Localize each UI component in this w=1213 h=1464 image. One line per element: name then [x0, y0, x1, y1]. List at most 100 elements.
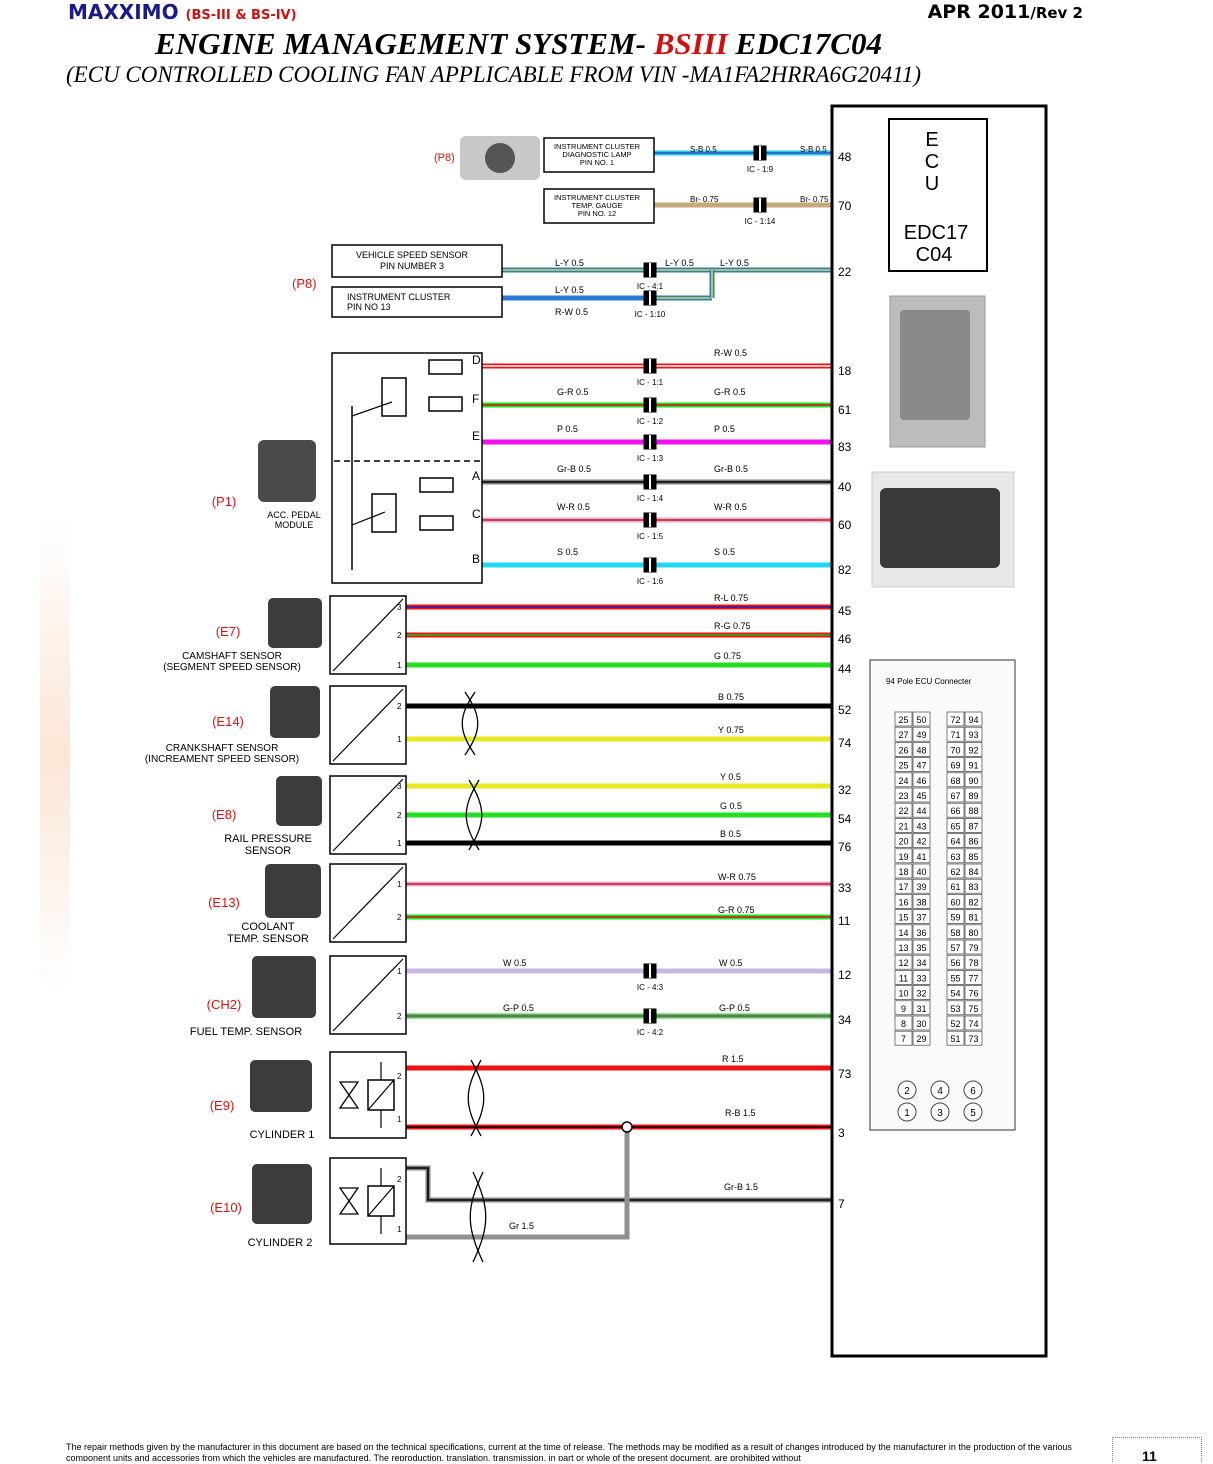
wire-label: L-Y 0.5: [720, 258, 749, 268]
connector-cell: [964, 1015, 983, 1031]
twisted-pair: [467, 1059, 482, 1137]
connector-large-pin-label: 6: [970, 1086, 976, 1097]
sensor-diagonal: [332, 598, 404, 672]
ecu-model-2: C04: [916, 244, 953, 266]
wire-label: G-P 0.5: [719, 1003, 750, 1013]
connector-cell: [946, 742, 965, 757]
ecu-letter-u: U: [925, 173, 939, 195]
connector-large-pin: [897, 1080, 917, 1100]
inline-connector-icon: [643, 474, 657, 490]
connector-outline: [869, 659, 1016, 1131]
connector-cell: [894, 1030, 913, 1046]
connector-cell: [894, 848, 913, 864]
brand-title: MAXXIMO (BS-III & BS-IV): [68, 0, 297, 24]
sensor-pin: 1: [397, 735, 402, 744]
ecu-pin-3: 3: [838, 1126, 845, 1140]
connector-cell: [964, 833, 983, 848]
connector-cell: [946, 878, 965, 894]
connector-pin: 81: [968, 913, 978, 923]
connector-pin: 58: [950, 928, 960, 938]
connector-pin: 55: [950, 973, 960, 983]
connector-pin: 44: [916, 806, 926, 816]
connector-cell: [946, 772, 965, 788]
connector-cell: [894, 757, 913, 772]
connector-pin: 20: [898, 837, 908, 847]
connector-cell: [894, 1000, 913, 1016]
revision: /Rev 2: [1030, 4, 1083, 22]
connector-pin: 80: [968, 928, 978, 938]
connector-pin: 43: [916, 821, 926, 831]
ecu-pin-73: 73: [838, 1067, 852, 1081]
connector-pin: 47: [916, 761, 926, 771]
ref-p8-top: (P8): [434, 152, 455, 164]
connector-pin: 29: [916, 1034, 926, 1044]
connector-cell: [894, 894, 913, 909]
connector-cell: [946, 1015, 965, 1031]
connector-pin: 69: [950, 761, 960, 771]
wire-label: L-Y 0.5: [665, 258, 694, 268]
connector-pin: 54: [950, 989, 960, 999]
connector-cell: [964, 954, 983, 970]
connector-pin: 61: [950, 882, 960, 892]
connector-pin: 78: [968, 958, 978, 968]
pedal-resistor: [428, 359, 463, 375]
pedal-pot: [381, 377, 407, 417]
connector-cell: [946, 863, 965, 879]
connector-cell: [894, 802, 913, 818]
connector-cell: [912, 1000, 931, 1016]
wire-label: W-R 0.5: [714, 502, 747, 512]
connector-cell: [964, 878, 983, 894]
fuel-temp-sensor-box: [329, 955, 407, 1035]
connector-cell: [912, 711, 931, 727]
ref-ch2: (CH2): [207, 997, 242, 1012]
cylinder2-injector-box: [329, 1157, 407, 1245]
connector-cell: [964, 1030, 983, 1046]
ecu-pin-48: 48: [838, 150, 852, 164]
wire-label: Gr-B 0.5: [557, 464, 591, 474]
connector-large-pin: [963, 1102, 983, 1122]
connector-pin: 83: [968, 882, 978, 892]
connector-pin: 65: [950, 821, 960, 831]
pedal-pin-C: C: [472, 507, 481, 521]
wire-label: R-G 0.75: [714, 621, 751, 631]
connector-cell: [964, 726, 983, 742]
inline-connector-icon: [643, 290, 657, 306]
connector-pin: 88: [968, 806, 978, 816]
ecu-pin-45: 45: [838, 604, 852, 618]
cluster-diag-box: [543, 137, 655, 173]
cluster-diag-text: DIAGNOSTIC LAMP: [562, 150, 631, 159]
ref-p1: (P1): [212, 494, 237, 509]
vss-text: PIN NUMBER 3: [380, 261, 444, 271]
connector-cell: [964, 939, 983, 955]
twisted-pair: [468, 779, 483, 851]
connector-pin: 50: [916, 715, 926, 725]
connector-pin: 12: [898, 958, 908, 968]
connector-cell: [964, 772, 983, 788]
ref-e7: (E7): [216, 624, 241, 639]
twisted-pair: [461, 691, 476, 756]
connector-pin: 63: [950, 852, 960, 862]
ecu-pin-60: 60: [838, 518, 852, 532]
brand-subtitle: (BS-III & BS-IV): [185, 8, 297, 23]
pedal-pin-F: F: [472, 392, 479, 406]
sensor-pin: 3: [397, 782, 402, 791]
ecu-pin-83: 83: [838, 440, 852, 454]
wire-label: L-Y 0.5: [555, 258, 584, 268]
connector-pin: 27: [898, 730, 908, 740]
wire-label: W-R 0.75: [718, 872, 756, 882]
cylinder2-photo: [252, 1164, 312, 1224]
connector-cell: [912, 939, 931, 955]
connector-pin: 59: [950, 913, 960, 923]
connector-pin: 82: [968, 897, 978, 907]
rail-pressure-photo: [276, 776, 322, 826]
wire-label: B 0.5: [720, 829, 741, 839]
connector-cell: [964, 802, 983, 818]
ref-e9: (E9): [210, 1098, 235, 1113]
wire-label: G-P 0.5: [503, 1003, 534, 1013]
connector-large-pin-label: 5: [970, 1108, 976, 1119]
connector-pin: 52: [950, 1019, 960, 1029]
connector-pin: 74: [968, 1019, 978, 1029]
page-title: ENGINE MANAGEMENT SYSTEM- BSIII EDC17C04: [155, 26, 882, 61]
connector-pin: 73: [968, 1034, 978, 1044]
connector-cell: [964, 924, 983, 940]
